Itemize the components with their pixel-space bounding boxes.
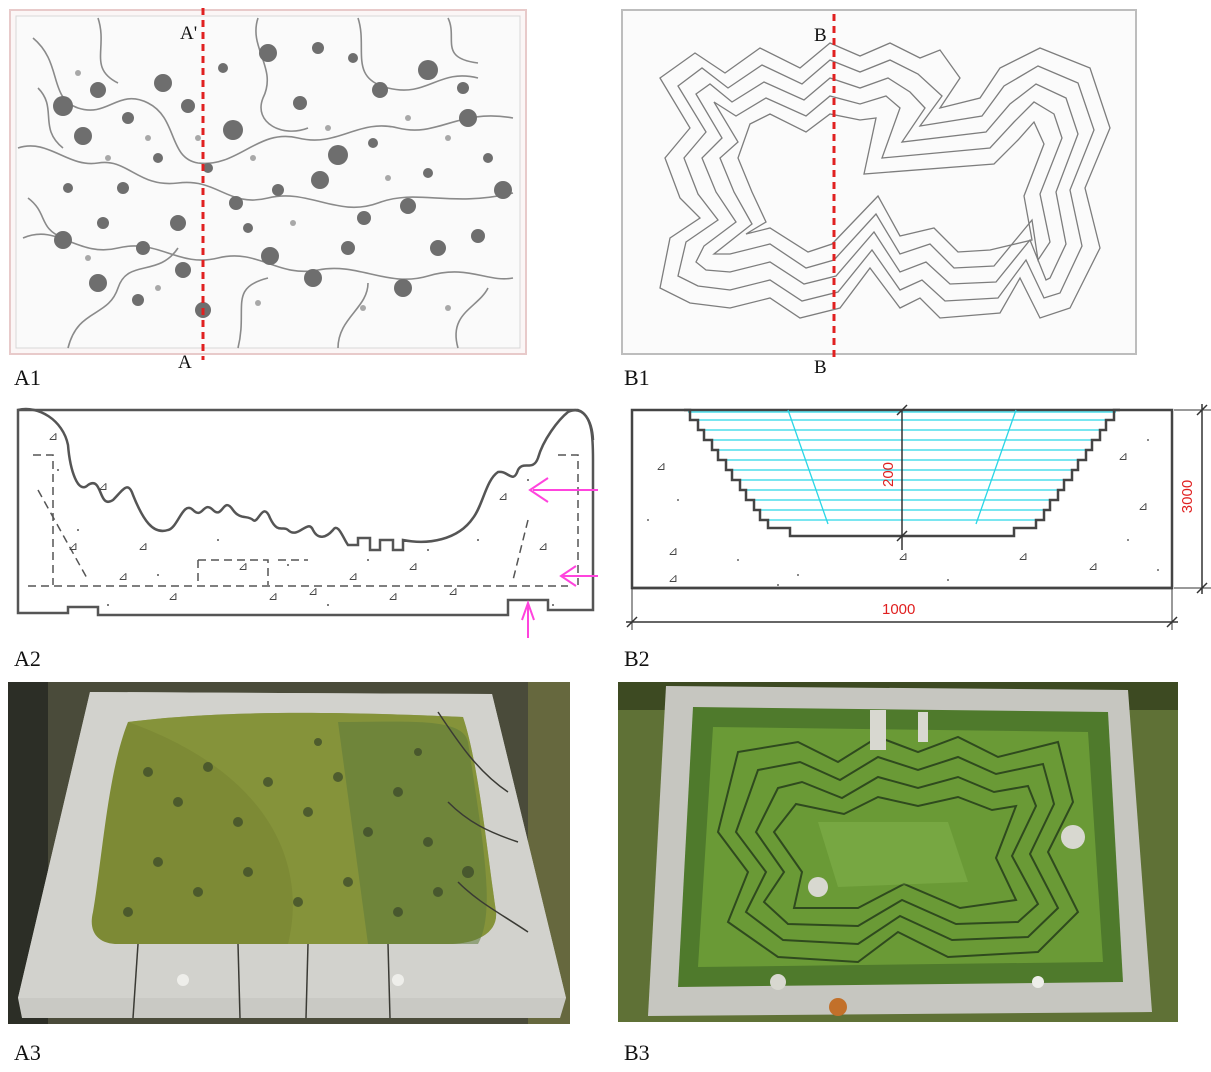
svg-text:⊿: ⊿ bbox=[668, 544, 678, 558]
svg-text:⊿: ⊿ bbox=[1088, 559, 1098, 573]
a3-photo bbox=[8, 682, 570, 1024]
panel-b1: B B bbox=[620, 8, 1140, 378]
panel-b2: ⊿ ⊿ ⊿ ⊿ ⊿ ⊿ ⊿ ⊿ 200 3000 1000 bbox=[618, 400, 1211, 640]
svg-text:⊿: ⊿ bbox=[1138, 499, 1148, 513]
a1-section-label-bottom: A bbox=[178, 352, 192, 373]
label-a2: A2 bbox=[14, 646, 41, 671]
svg-text:⊿: ⊿ bbox=[268, 589, 278, 603]
svg-text:⊿: ⊿ bbox=[898, 549, 908, 563]
a2-section-drawing: ⊿ ⊿ ⊿ ⊿ ⊿ ⊿ ⊿ ⊿ ⊿ ⊿ ⊿ ⊿ ⊿ ⊿ ⊿ bbox=[16, 407, 598, 638]
b2-dim-width: 1000 bbox=[882, 601, 916, 618]
label-a1: A1 bbox=[14, 365, 41, 390]
b2-dim-depth: 200 bbox=[880, 461, 898, 488]
svg-text:⊿: ⊿ bbox=[138, 539, 148, 553]
svg-text:⊿: ⊿ bbox=[68, 539, 78, 553]
label-b1: B1 bbox=[624, 365, 650, 390]
svg-text:⊿: ⊿ bbox=[388, 589, 398, 603]
svg-text:⊿: ⊿ bbox=[408, 559, 418, 573]
b1-section-label-top: B bbox=[814, 25, 827, 46]
panel-b3 bbox=[618, 682, 1178, 1022]
b3-photo bbox=[618, 682, 1178, 1022]
label-b2: B2 bbox=[624, 646, 650, 671]
panel-a3 bbox=[8, 682, 570, 1024]
a1-section-label-top: A' bbox=[180, 23, 198, 44]
label-a3: A3 bbox=[14, 1040, 41, 1065]
a2-flow-arrows bbox=[521, 477, 598, 638]
svg-text:⊿: ⊿ bbox=[348, 569, 358, 583]
svg-text:⊿: ⊿ bbox=[118, 569, 128, 583]
svg-text:⊿: ⊿ bbox=[498, 489, 508, 503]
svg-text:⊿: ⊿ bbox=[656, 459, 666, 473]
svg-text:⊿: ⊿ bbox=[98, 479, 108, 493]
panel-a1: A' A bbox=[8, 8, 528, 372]
b2-dim-height: 3000 bbox=[1179, 479, 1197, 514]
svg-text:⊿: ⊿ bbox=[1118, 449, 1128, 463]
svg-text:⊿: ⊿ bbox=[168, 589, 178, 603]
b1-section-label-bottom: B bbox=[814, 357, 827, 378]
svg-text:⊿: ⊿ bbox=[48, 429, 58, 443]
svg-text:⊿: ⊿ bbox=[308, 584, 318, 598]
svg-text:⊿: ⊿ bbox=[448, 584, 458, 598]
svg-text:⊿: ⊿ bbox=[538, 539, 548, 553]
a1-plan-drawing bbox=[9, 8, 527, 360]
b1-plan-drawing bbox=[621, 9, 1137, 378]
svg-text:⊿: ⊿ bbox=[1018, 549, 1028, 563]
b2-section-drawing: ⊿ ⊿ ⊿ ⊿ ⊿ ⊿ ⊿ ⊿ bbox=[626, 404, 1211, 630]
svg-text:⊿: ⊿ bbox=[668, 571, 678, 585]
label-b3: B3 bbox=[624, 1040, 650, 1065]
svg-text:⊿: ⊿ bbox=[238, 559, 248, 573]
panel-a2: ⊿ ⊿ ⊿ ⊿ ⊿ ⊿ ⊿ ⊿ ⊿ ⊿ ⊿ ⊿ ⊿ ⊿ ⊿ bbox=[8, 400, 608, 640]
